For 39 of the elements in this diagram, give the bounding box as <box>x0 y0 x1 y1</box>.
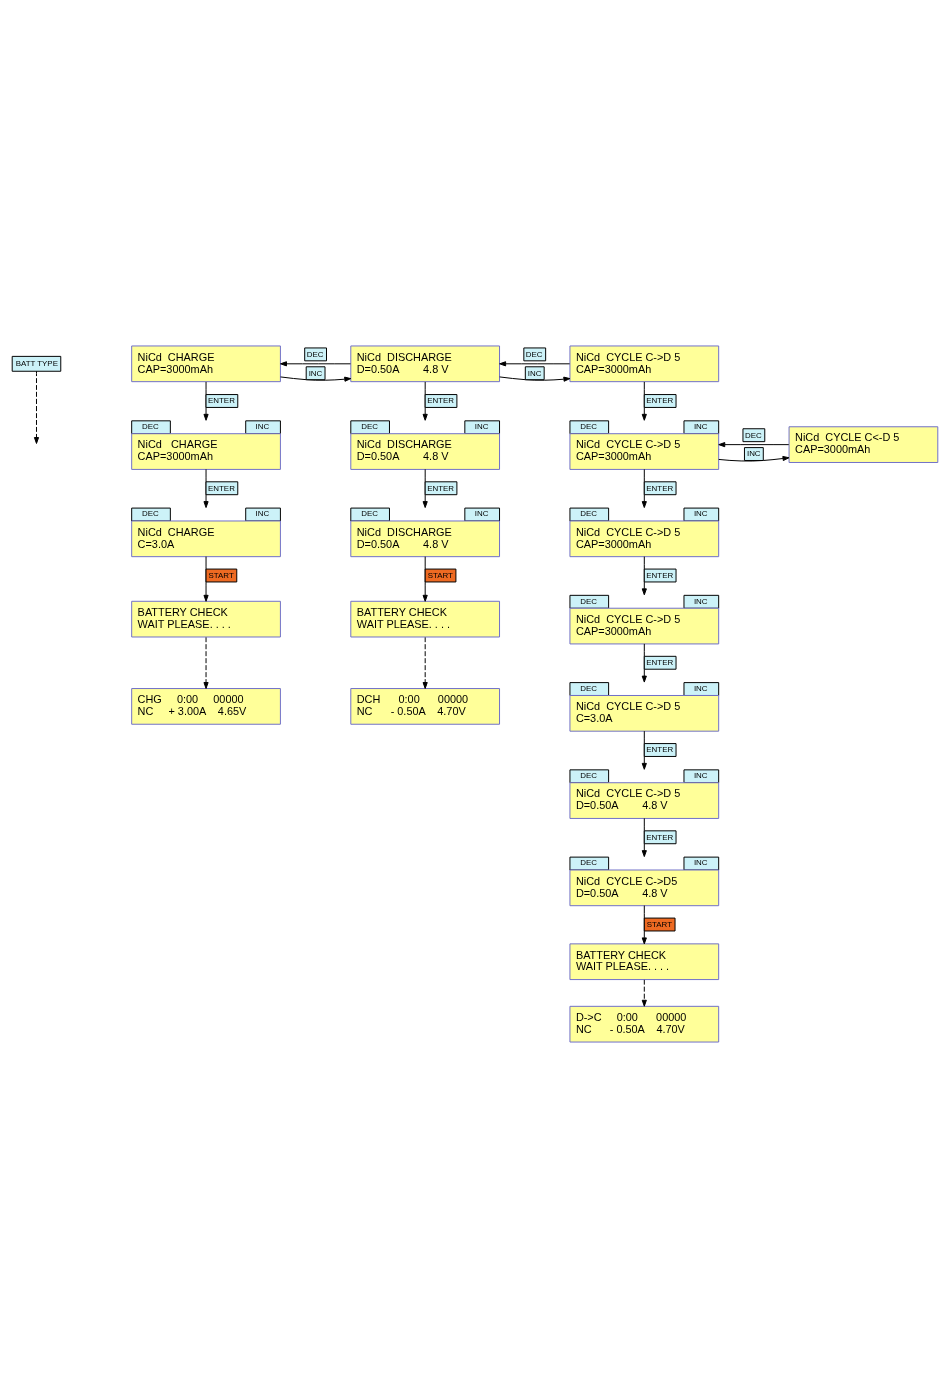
edge-label: START <box>646 919 673 929</box>
edge-label: ENTER <box>427 483 455 493</box>
edge-label: ENTER <box>208 395 235 405</box>
node-label: INC <box>693 857 708 867</box>
node-label: INC <box>255 508 270 518</box>
edge-label: ENTER <box>646 657 674 667</box>
edge-label: INC <box>746 448 761 458</box>
edge-label: START <box>427 570 453 580</box>
edge-label: START <box>208 570 234 580</box>
edge-label: INC <box>527 368 542 378</box>
node-label: DEC <box>142 508 159 518</box>
edge-label: ENTER <box>646 483 674 493</box>
node-label: DEC <box>580 596 598 606</box>
edge-label: ENTER <box>646 744 674 754</box>
edge-label: ENTER <box>208 483 235 493</box>
edge-label: INC <box>308 368 323 378</box>
node-label: INC <box>474 508 489 518</box>
edge-label: ENTER <box>646 832 674 842</box>
node-label: DEC <box>580 857 598 867</box>
node-label: DEC <box>580 508 598 518</box>
edge-label: DEC <box>306 349 324 359</box>
node-label: DEC <box>580 421 598 431</box>
edge-label: ENTER <box>646 570 674 580</box>
node-label: INC <box>693 683 708 693</box>
edge-label: ENTER <box>427 395 455 405</box>
node-label: DEC <box>142 421 159 431</box>
node-label: INC <box>255 421 270 431</box>
node-label: INC <box>693 508 708 518</box>
edge-label: DEC <box>744 430 762 440</box>
node-label: DEC <box>361 421 378 431</box>
node-label: DEC <box>580 770 598 780</box>
node-label: INC <box>693 421 708 431</box>
edge-label: ENTER <box>646 395 674 405</box>
node-label: INC <box>474 421 489 431</box>
node-label: INC <box>693 770 708 780</box>
edge-label: DEC <box>525 349 543 359</box>
node-label: INC <box>693 596 708 606</box>
node-label: DEC <box>580 683 598 693</box>
node-label: DEC <box>361 508 378 518</box>
